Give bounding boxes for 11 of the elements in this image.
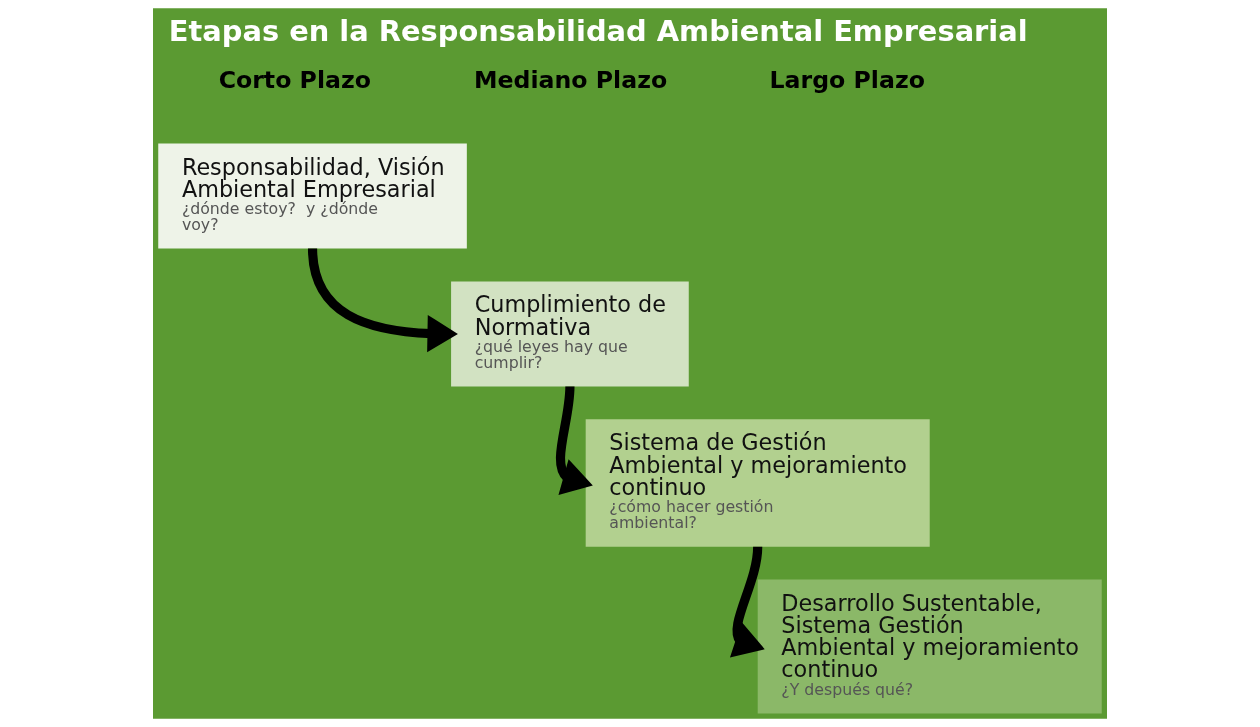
arrow xyxy=(729,546,765,658)
diagram-title: Etapas en la Responsabilidad Ambiental Empresarial xyxy=(168,13,1028,48)
arrow xyxy=(555,386,593,496)
node-box: Cumplimiento de Normativa ¿qué leyes hay que cumplir? xyxy=(451,281,689,387)
node-box: Responsabilidad, Visión Ambiental Empresarial ¿dónde estoy? y ¿dónde voy? xyxy=(158,143,467,249)
label: Mediano Plazo xyxy=(474,65,668,94)
label: Corto Plazo xyxy=(218,65,371,94)
label: Largo Plazo xyxy=(769,65,925,94)
node-box: Sistema de Gestión Ambiental y mejoramiento continuo ¿cómo hacer gestión ambiental? xyxy=(585,419,930,547)
node-box: Desarrollo Sustentable, Sistema Gestión Ambiental y mejoramiento continuo ¿Y después qué? xyxy=(757,579,1102,714)
arrow xyxy=(307,248,458,353)
